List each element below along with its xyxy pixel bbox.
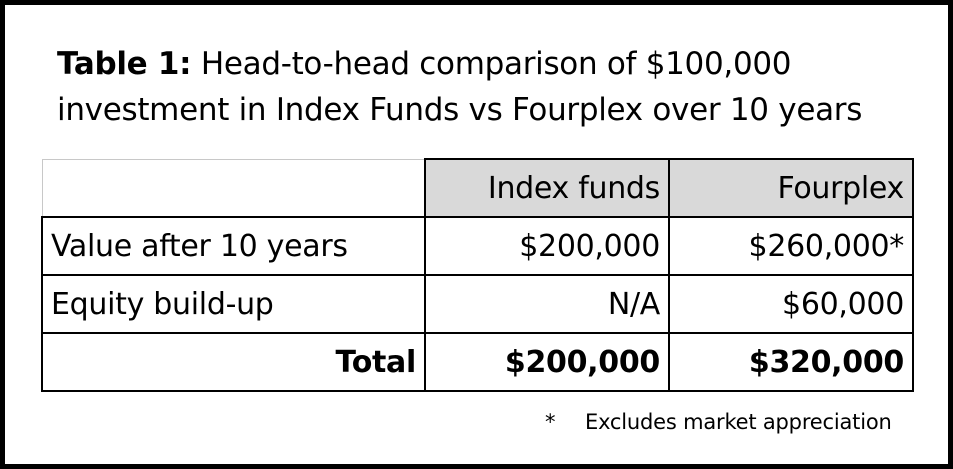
cell-index-funds-total: $200,000	[424, 332, 670, 392]
cell-index-funds-equity: N/A	[424, 274, 670, 334]
table-row: Value after 10 years $200,000 $260,000*	[41, 216, 914, 276]
table-header-row: Index funds Fourplex	[41, 158, 914, 218]
cell-index-funds-value: $200,000	[424, 216, 670, 276]
header-index-funds: Index funds	[424, 158, 670, 218]
table-total-row: Total $200,000 $320,000	[41, 332, 914, 392]
row-label-value: Value after 10 years	[41, 216, 426, 276]
cell-fourplex-value: $260,000*	[668, 216, 914, 276]
cell-fourplex-total: $320,000	[668, 332, 914, 392]
table-caption: Table 1: Head-to-head comparison of $100…	[57, 41, 937, 133]
footnote-marker: *	[545, 410, 556, 434]
cell-fourplex-equity: $60,000	[668, 274, 914, 334]
footnote: * Excludes market appreciation	[545, 407, 915, 437]
caption-text: Head-to-head comparison of $100,000 inve…	[57, 46, 863, 128]
caption-label: Table 1:	[57, 46, 192, 82]
row-label-equity: Equity build-up	[41, 274, 426, 334]
header-corner-cell	[41, 158, 426, 218]
footnote-text: Excludes market appreciation	[585, 410, 892, 434]
table-row: Equity build-up N/A $60,000	[41, 274, 914, 334]
row-label-total: Total	[41, 332, 426, 392]
header-fourplex: Fourplex	[668, 158, 914, 218]
comparison-table: Index funds Fourplex Value after 10 year…	[41, 158, 914, 392]
